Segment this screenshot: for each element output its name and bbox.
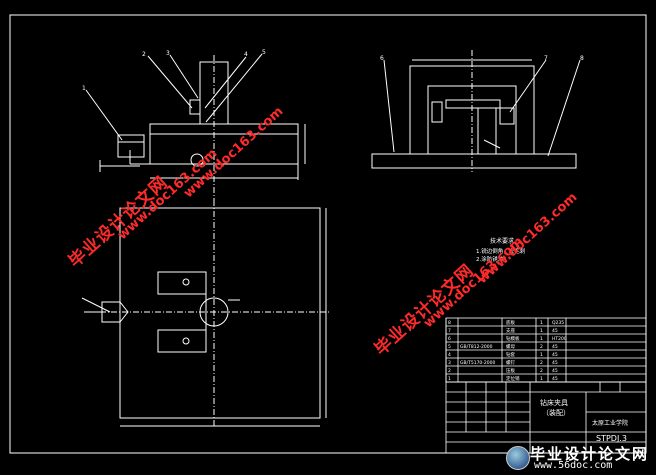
title-block-name-sub: （装配）: [542, 408, 570, 417]
tech-requirements: 技术要求 1.锐边倒角，去毛刺 2.涂防锈油: [476, 237, 526, 263]
callout-1: 1: [82, 85, 86, 92]
bom-cell-no: 5: [448, 344, 451, 350]
bom-cell-no: 6: [448, 336, 451, 342]
bom-cell-material: 45: [552, 344, 558, 350]
bom-cell-name: 压板: [506, 367, 515, 374]
bom-cell-no: 1: [448, 376, 451, 382]
bom-cell-qty: 1: [540, 320, 543, 326]
bom-cell-qty: 1: [540, 328, 543, 334]
footer-site-url: www.56doc.com: [534, 460, 613, 471]
bom-cell-qty: 1: [540, 352, 543, 358]
bom-cell-no: 2: [448, 368, 451, 374]
callout-8: 8: [580, 55, 584, 62]
bom-cell-material: Q235: [552, 320, 564, 326]
callout-4: 4: [244, 51, 248, 58]
bom-cell-no: 4: [448, 352, 451, 358]
bom-cell-name: 支座: [506, 327, 515, 334]
front-view: [85, 53, 306, 200]
bom-cell-qty: 2: [540, 344, 543, 350]
tech-line-2: 2.涂防锈油: [476, 255, 504, 263]
side-view: [371, 50, 581, 172]
callout-2: 2: [142, 51, 146, 58]
drawing-border: [9, 14, 647, 454]
callout-7: 7: [544, 55, 548, 62]
bom-cell-qty: 1: [540, 336, 543, 342]
bom-cell-qty: 2: [540, 368, 543, 374]
bom-cell-qty: 2: [540, 360, 543, 366]
plan-view: [81, 200, 330, 427]
bom-cell-code: GB/T812-2000: [460, 344, 493, 350]
bom-cell-material: 45: [552, 368, 558, 374]
bom-cell-name: 钻套: [506, 351, 515, 358]
title-block-name: 钻床夹具: [540, 398, 568, 407]
title-block: [445, 381, 647, 454]
bom-cell-material: 45: [552, 328, 558, 334]
bom-cell-no: 8: [448, 320, 451, 326]
globe-icon: [506, 446, 530, 470]
tech-title: 技术要求: [490, 237, 514, 245]
footer-site-name: 毕业设计论文网: [530, 445, 650, 463]
title-block-school: 太原工业学院: [592, 419, 628, 427]
bom-cell-material: 45: [552, 352, 558, 358]
bom-cell-qty: 1: [540, 376, 543, 382]
bom-cell-material: 45: [552, 376, 558, 382]
bom-cell-name: 定位销: [506, 375, 520, 382]
callout-5: 5: [262, 49, 266, 56]
bom-cell-name: 螺母: [506, 343, 515, 350]
title-block-drawing-no: STPDJ.3: [596, 434, 627, 443]
bom-cell-code: GB/T5170-2000: [460, 360, 496, 366]
bom-cell-material: HT200: [552, 336, 567, 342]
bom-cell-material: 45: [552, 360, 558, 366]
footer-logo: 毕业设计论文网 www.56doc.com: [504, 444, 654, 474]
bom-cell-no: 7: [448, 328, 451, 334]
callout-3: 3: [166, 50, 170, 57]
tech-line-1: 1.锐边倒角，去毛刺: [476, 247, 526, 255]
bom-cell-name: 螺钉: [506, 359, 515, 366]
bom-cell-no: 3: [448, 360, 451, 366]
bom-cell-name: 钻模板: [506, 335, 520, 342]
bom-cell-name: 底板: [506, 319, 515, 326]
callout-6: 6: [380, 55, 384, 62]
